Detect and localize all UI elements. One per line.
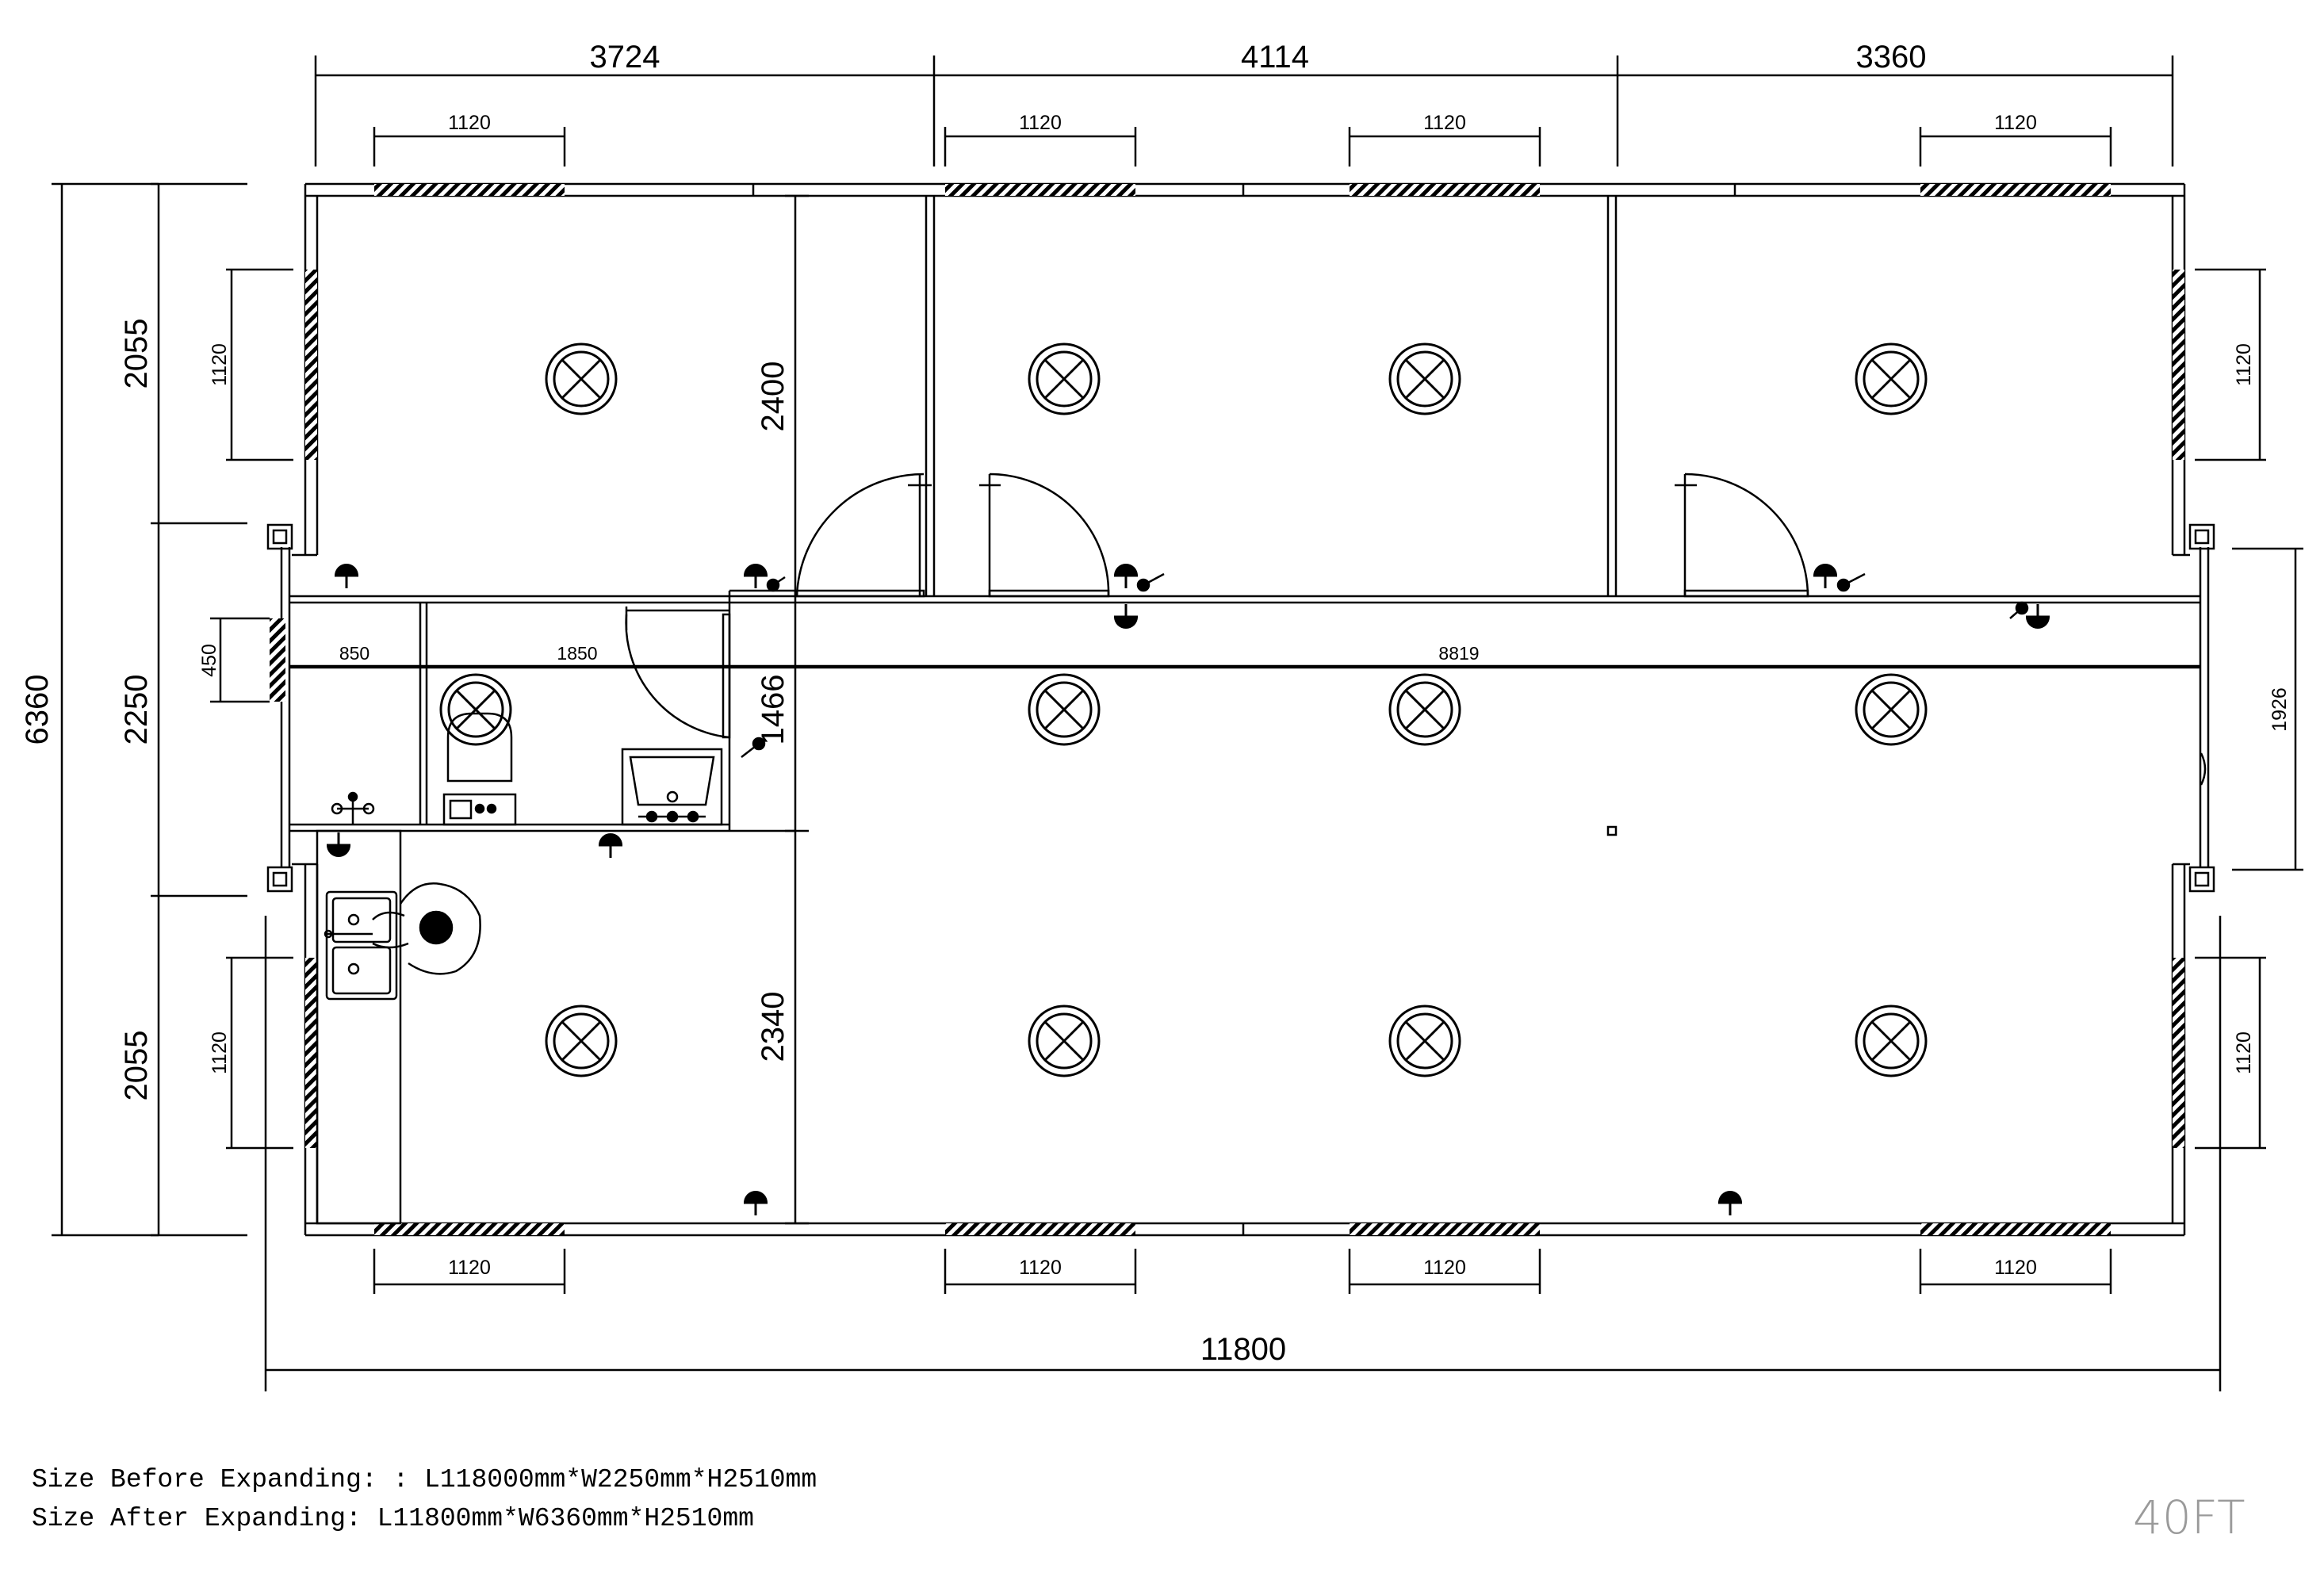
faucet xyxy=(331,791,375,825)
dimension-window-top-4: 1120 xyxy=(1994,112,2037,134)
outer-walls xyxy=(266,182,2215,1237)
windows xyxy=(270,184,2184,1235)
light-fixture xyxy=(1028,343,1101,415)
socket-icon xyxy=(325,831,352,859)
light-fixture xyxy=(545,343,618,415)
dimension-window-bottom-2: 1120 xyxy=(1019,1257,1062,1279)
dimension-window-right-2: 1120 xyxy=(2233,1031,2255,1074)
light-fixture xyxy=(545,1005,618,1077)
dimension-window-right-1: 1120 xyxy=(2233,343,2255,386)
window-left-1 xyxy=(305,270,317,460)
dimension-partition-lower: 2340 xyxy=(756,992,791,1062)
window-right-1 xyxy=(2173,270,2184,460)
dimension-partition-upper: 2400 xyxy=(756,362,791,432)
dimension-corridor-2: 1850 xyxy=(557,643,597,664)
socket-icon xyxy=(333,562,360,590)
top-dimension-chain xyxy=(314,55,2174,166)
dimension-window-top-2: 1120 xyxy=(1019,112,1062,134)
socket-icon xyxy=(1112,603,1139,630)
window-top-3 xyxy=(1350,184,1540,196)
socket-icon xyxy=(1812,562,1839,590)
left-window-dimensions xyxy=(210,268,293,1150)
right-window-dimensions xyxy=(2195,268,2303,1150)
light-fixture xyxy=(1028,673,1101,746)
model-label: 40FT xyxy=(2133,1491,2246,1544)
switch-icon xyxy=(766,576,786,592)
size-after-expanding: Size After Expanding: L11800mm*W6360mm*H… xyxy=(32,1504,754,1533)
dimension-right-opening: 1926 xyxy=(2268,687,2291,732)
light-fixture xyxy=(1855,343,1928,415)
dimension-window-bottom-4: 1120 xyxy=(1994,1257,2037,1279)
window-bottom-3 xyxy=(1350,1223,1540,1235)
dimension-window-top-3: 1120 xyxy=(1423,112,1466,134)
doors xyxy=(625,473,1809,739)
light-fixture xyxy=(1388,673,1461,746)
dimension-top-3: 3360 xyxy=(1856,40,1927,75)
light-fixture xyxy=(1855,673,1928,746)
window-top-4 xyxy=(1920,184,2111,196)
dimension-window-left-1: 1120 xyxy=(209,343,231,386)
socket-icon xyxy=(1717,1189,1744,1217)
dimension-left-1: 2055 xyxy=(119,319,154,389)
side-door-panel xyxy=(270,618,285,702)
door-bathroom xyxy=(625,607,731,739)
dimension-top-2: 4114 xyxy=(1241,40,1309,75)
dimension-corridor-1: 850 xyxy=(339,643,369,664)
left-dimension-chain xyxy=(52,182,247,1237)
window-bottom-4 xyxy=(1920,1223,2111,1235)
person-figure xyxy=(372,882,481,975)
dimension-total-length: 11800 xyxy=(1200,1332,1286,1367)
door-room-2 xyxy=(979,473,1110,598)
switch-icon xyxy=(1836,572,1866,592)
door-room-3 xyxy=(1675,473,1809,598)
dimension-corridor-3: 8819 xyxy=(1438,643,1479,664)
door-room-1 xyxy=(795,473,932,598)
switch-icon xyxy=(741,737,766,758)
window-right-2 xyxy=(2173,958,2184,1148)
switch-icon xyxy=(2009,601,2029,619)
dimension-window-top-1: 1120 xyxy=(448,112,491,134)
socket-icon xyxy=(742,1189,769,1217)
socket-icon xyxy=(1112,562,1139,590)
kitchen-sink xyxy=(324,890,398,1001)
light-fixture xyxy=(1388,1005,1461,1077)
dimension-top-1: 3724 xyxy=(590,40,660,75)
socket-icon xyxy=(2024,603,2051,630)
bottom-window-dimensions xyxy=(373,1249,2112,1294)
window-top-1 xyxy=(374,184,565,196)
light-fixture xyxy=(1028,1005,1101,1077)
ceiling-lights xyxy=(439,343,1928,1077)
top-window-dimensions xyxy=(373,127,2112,166)
dimension-total-width: 6360 xyxy=(20,675,55,745)
light-fixture xyxy=(1855,1005,1928,1077)
dimension-left-2: 2250 xyxy=(119,675,154,745)
dimension-window-bottom-1: 1120 xyxy=(448,1257,491,1279)
socket-icon xyxy=(597,832,624,859)
socket-icon xyxy=(742,562,769,590)
dimension-corridor-depth: 1466 xyxy=(756,675,791,745)
dimension-window-left-2: 1120 xyxy=(209,1031,231,1074)
interior-partitions xyxy=(289,194,2200,1225)
dimension-window-bottom-3: 1120 xyxy=(1423,1257,1466,1279)
window-left-2 xyxy=(305,958,317,1148)
light-fixture xyxy=(439,673,512,746)
switch-icon xyxy=(1136,572,1165,592)
dimension-door-opening: 450 xyxy=(198,644,220,677)
bottom-dimension-total xyxy=(264,916,2222,1391)
light-switches xyxy=(741,572,2029,836)
dimension-left-3: 2055 xyxy=(119,1031,154,1101)
bathroom-sink xyxy=(621,748,723,826)
window-bottom-1 xyxy=(374,1223,565,1235)
size-before-expanding: Size Before Expanding: : L118000mm*W2250… xyxy=(32,1465,817,1494)
light-fixture xyxy=(1388,343,1461,415)
window-bottom-2 xyxy=(945,1223,1135,1235)
window-top-2 xyxy=(945,184,1135,196)
